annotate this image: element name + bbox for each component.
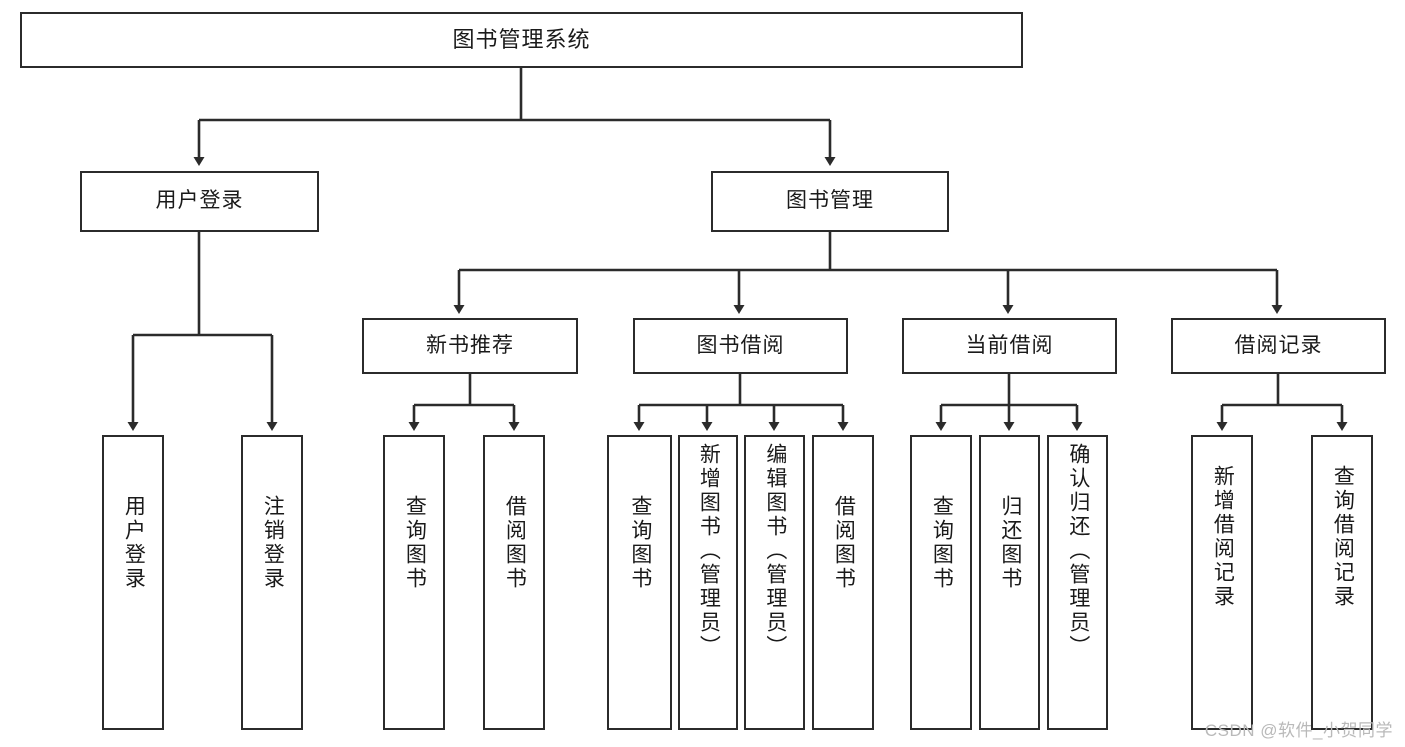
leaf-edit-book-admin[interactable]: 编辑图书（管理员）: [744, 435, 805, 730]
leaf-borrow-books-borrow[interactable]: 借阅图书: [812, 435, 874, 730]
leaf-add-borrow-record[interactable]: 新增借阅记录: [1191, 435, 1253, 730]
node-book-borrow-label: 图书借阅: [696, 333, 785, 357]
node-borrow-records[interactable]: 借阅记录: [1171, 318, 1386, 374]
node-book-management-label: 图书管理: [786, 189, 874, 213]
node-book-management[interactable]: 图书管理: [711, 171, 949, 232]
watermark-text: CSDN @软件_小贺同学: [1204, 721, 1393, 740]
node-root-system[interactable]: 图书管理系统: [20, 12, 1023, 68]
leaf-add-book-admin[interactable]: 新增图书（管理员）: [678, 435, 738, 730]
leaf-query-books-current-label: 查询图书: [930, 495, 954, 591]
leaf-query-books-current[interactable]: 查询图书: [910, 435, 972, 730]
leaf-query-borrow-record[interactable]: 查询借阅记录: [1311, 435, 1373, 730]
node-user-login-label: 用户登录: [155, 189, 244, 213]
leaf-query-books-recommend-label: 查询图书: [403, 495, 427, 591]
leaf-user-login-label: 用户登录: [122, 495, 146, 591]
leaf-borrow-books-borrow-label: 借阅图书: [832, 495, 856, 591]
node-new-book-recommend-label: 新书推荐: [426, 333, 514, 357]
leaf-return-books[interactable]: 归还图书: [979, 435, 1040, 730]
leaf-return-books-label: 归还图书: [998, 495, 1022, 591]
leaf-logout[interactable]: 注销登录: [241, 435, 303, 730]
leaf-user-login[interactable]: 用户登录: [102, 435, 164, 730]
leaf-add-borrow-record-label: 新增借阅记录: [1211, 465, 1235, 609]
node-book-borrow[interactable]: 图书借阅: [633, 318, 848, 374]
node-user-login[interactable]: 用户登录: [80, 171, 319, 232]
leaf-query-books-recommend[interactable]: 查询图书: [383, 435, 445, 730]
node-current-borrow[interactable]: 当前借阅: [902, 318, 1117, 374]
leaf-query-borrow-record-label: 查询借阅记录: [1331, 465, 1355, 609]
leaf-add-book-admin-label: 新增图书（管理员）: [697, 443, 721, 659]
leaf-confirm-return-admin[interactable]: 确认归还（管理员）: [1047, 435, 1108, 730]
leaf-borrow-books-recommend-label: 借阅图书: [503, 495, 527, 591]
leaf-query-books-borrow-label: 查询图书: [628, 495, 652, 591]
leaf-borrow-books-recommend[interactable]: 借阅图书: [483, 435, 545, 730]
leaf-logout-label: 注销登录: [261, 495, 285, 591]
node-root-label: 图书管理系统: [452, 27, 591, 53]
node-borrow-records-label: 借阅记录: [1234, 333, 1323, 357]
node-new-book-recommend[interactable]: 新书推荐: [362, 318, 578, 374]
leaf-edit-book-admin-label: 编辑图书（管理员）: [763, 443, 787, 659]
leaf-query-books-borrow[interactable]: 查询图书: [607, 435, 672, 730]
node-current-borrow-label: 当前借阅: [965, 333, 1054, 357]
leaf-confirm-return-admin-label: 确认归还（管理员）: [1066, 443, 1090, 659]
